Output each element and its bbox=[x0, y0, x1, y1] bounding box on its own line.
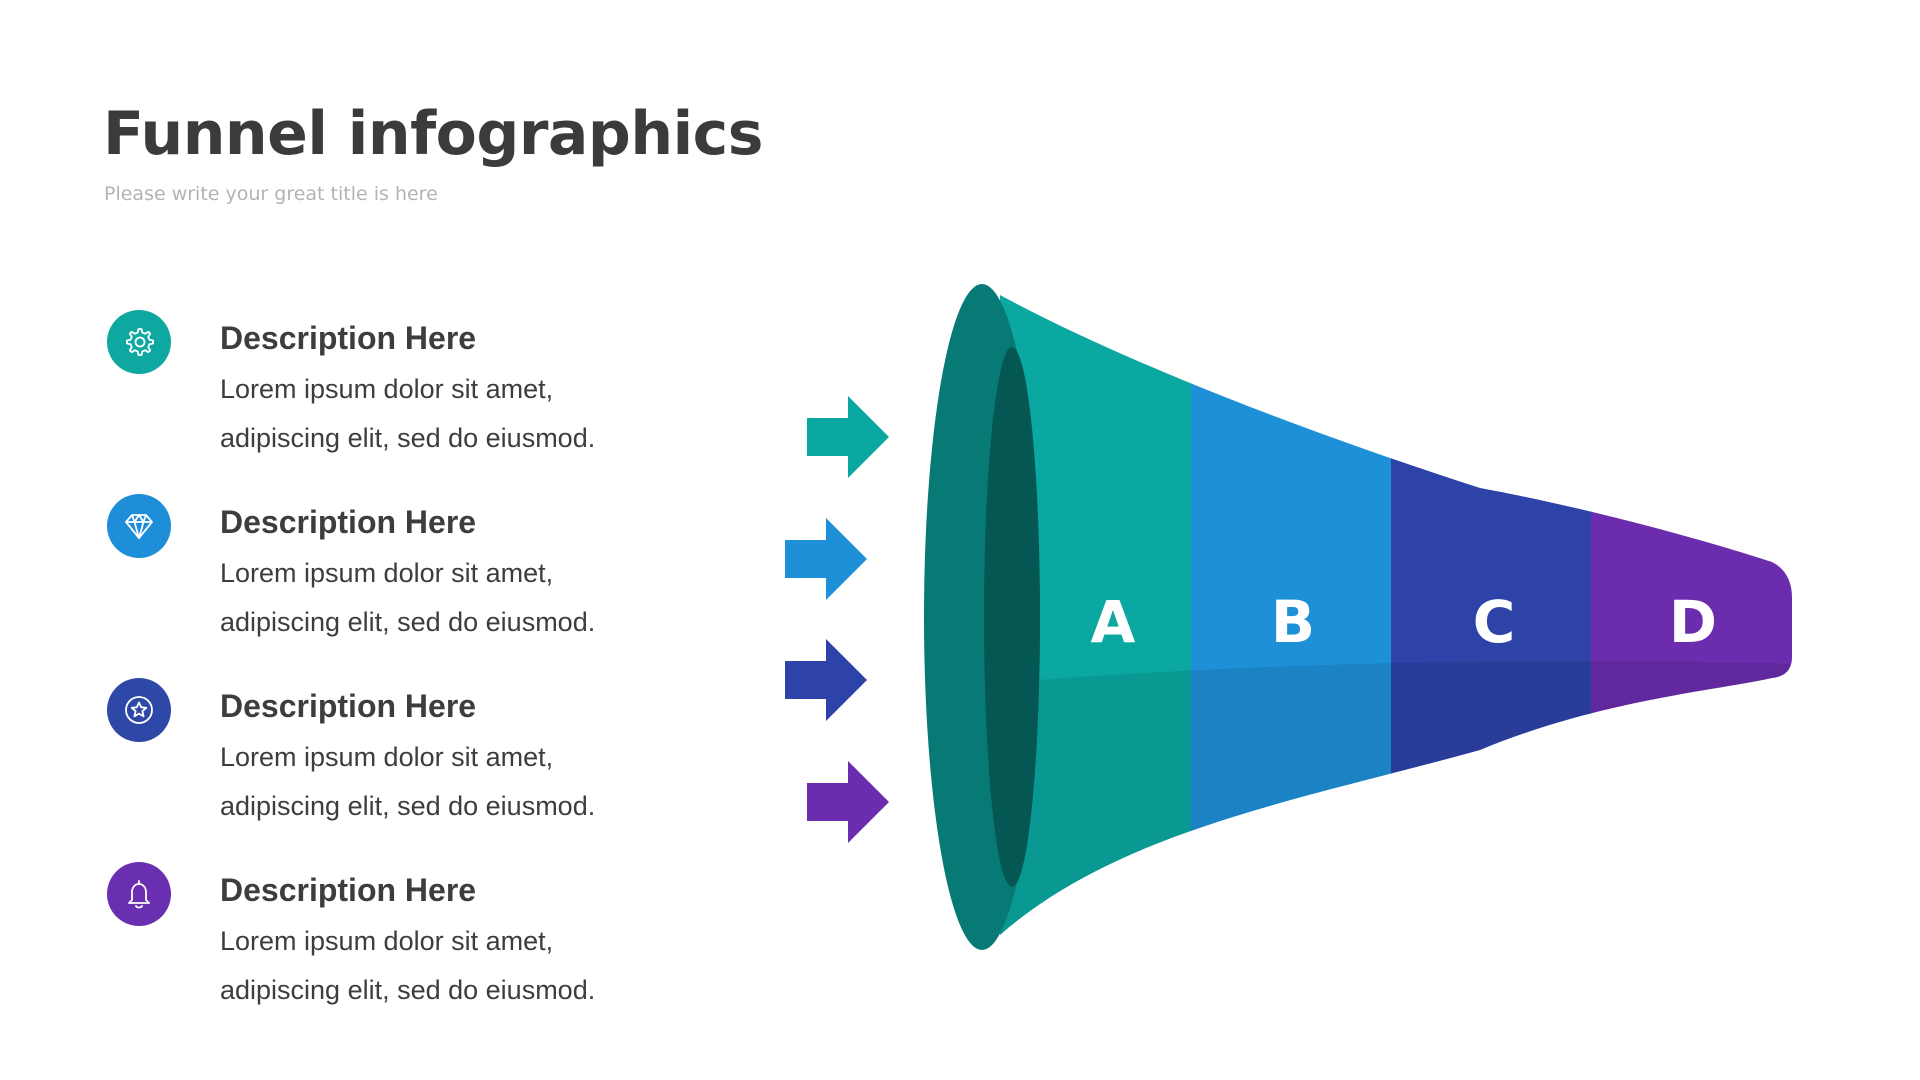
item-text-line-1: Lorem ipsum dolor sit amet, bbox=[220, 742, 554, 772]
item-text-line-2: adipiscing elit, sed do eiusmod. bbox=[220, 607, 596, 637]
bell-icon bbox=[107, 862, 171, 926]
star-icon bbox=[107, 678, 171, 742]
item-text-line-2: adipiscing elit, sed do eiusmod. bbox=[220, 975, 596, 1005]
item-title: Description Here bbox=[220, 504, 477, 540]
item-text-line-1: Lorem ipsum dolor sit amet, bbox=[220, 374, 554, 404]
funnel-rim-inner bbox=[984, 347, 1040, 887]
item-title: Description Here bbox=[220, 320, 477, 356]
arrow-2 bbox=[785, 518, 867, 600]
page-title: Funnel infographics bbox=[103, 99, 763, 169]
item-title: Description Here bbox=[220, 688, 477, 724]
description-item-3: Description Here Lorem ipsum dolor sit a… bbox=[105, 674, 665, 844]
funnel-shadow bbox=[1000, 661, 1792, 935]
funnel-label-d: D bbox=[1669, 588, 1717, 656]
item-text-line-2: adipiscing elit, sed do eiusmod. bbox=[220, 791, 596, 821]
item-text-line-2: adipiscing elit, sed do eiusmod. bbox=[220, 423, 596, 453]
arrow-3 bbox=[785, 639, 867, 721]
item-text-line-1: Lorem ipsum dolor sit amet, bbox=[220, 926, 554, 956]
item-text-line-1: Lorem ipsum dolor sit amet, bbox=[220, 558, 554, 588]
description-item-2: Description Here Lorem ipsum dolor sit a… bbox=[105, 490, 665, 660]
description-item-1: Description Here Lorem ipsum dolor sit a… bbox=[105, 306, 665, 476]
item-title: Description Here bbox=[220, 872, 477, 908]
description-item-4: Description Here Lorem ipsum dolor sit a… bbox=[105, 858, 665, 1028]
arrow-4 bbox=[807, 761, 889, 843]
diamond-icon bbox=[107, 494, 171, 558]
funnel-label-a: A bbox=[1091, 588, 1136, 656]
arrow-1 bbox=[807, 396, 889, 478]
funnel-label-c: C bbox=[1473, 588, 1516, 656]
gear-icon bbox=[107, 310, 171, 374]
funnel-label-b: B bbox=[1271, 588, 1315, 656]
page-subtitle: Please write your great title is here bbox=[104, 183, 438, 205]
